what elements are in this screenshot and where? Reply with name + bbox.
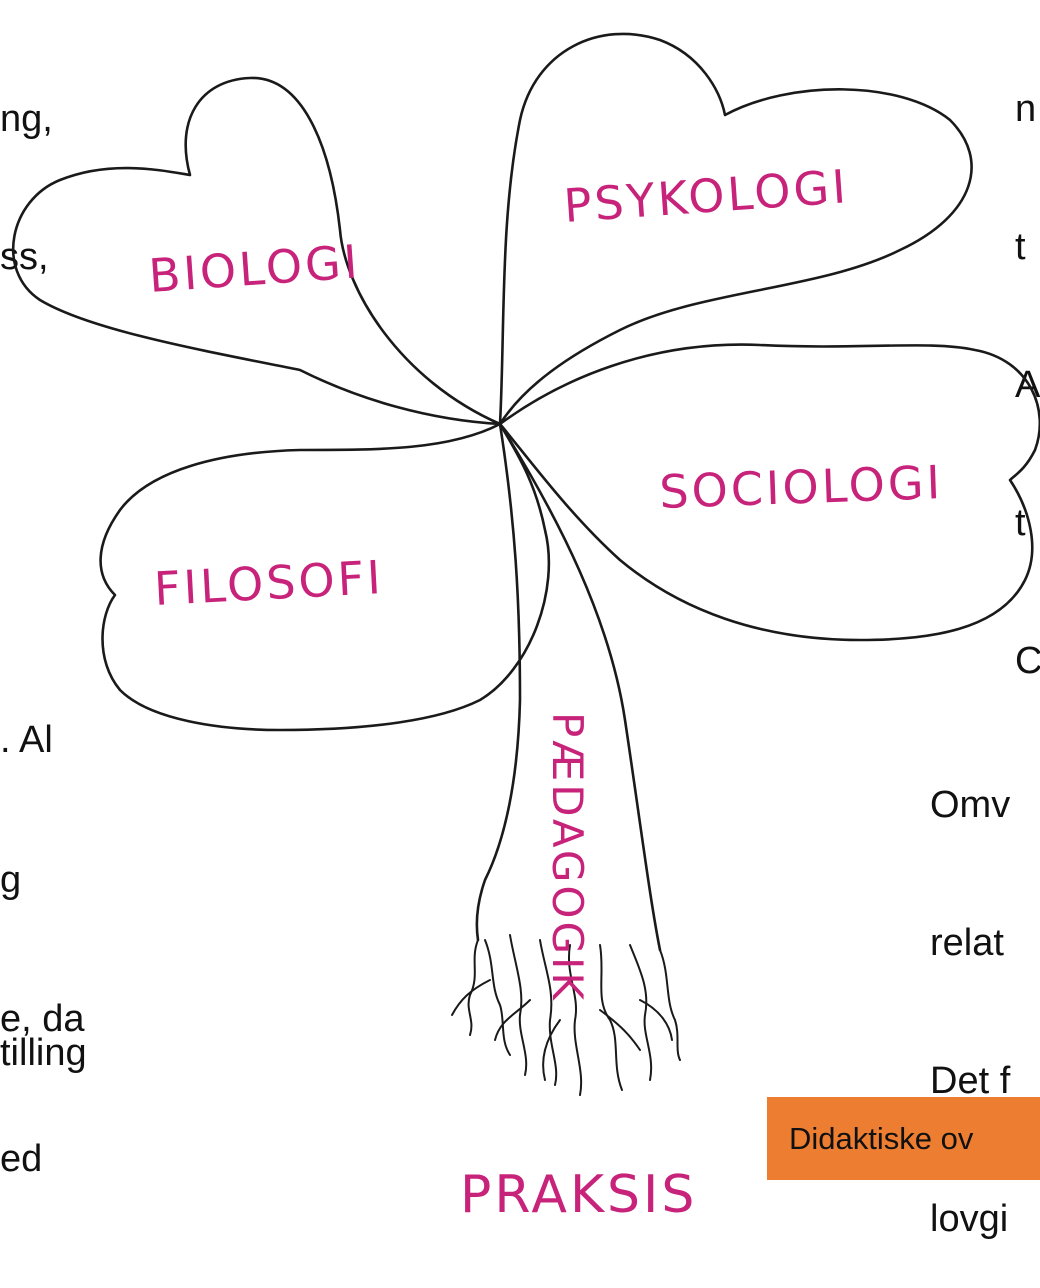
label-filosofi: FILOSOFI xyxy=(153,550,385,616)
label-paedagogik: PÆDAGOGIK xyxy=(543,712,592,1003)
label-sociologi: SOCIOLOGI xyxy=(658,455,943,519)
didaktik-box: Didaktiske ov xyxy=(767,1097,1040,1180)
didaktik-label: Didaktiske ov xyxy=(789,1121,973,1157)
label-biologi: BIOLOGI xyxy=(147,234,362,303)
stem-outline-left xyxy=(477,424,520,940)
label-psykologi: PSYKOLOGI xyxy=(562,159,850,233)
label-praksis: PRAKSIS xyxy=(460,1165,697,1225)
clover-diagram: BIOLOGI PSYKOLOGI SOCIOLOGI FILOSOFI PÆD… xyxy=(0,0,1040,1227)
